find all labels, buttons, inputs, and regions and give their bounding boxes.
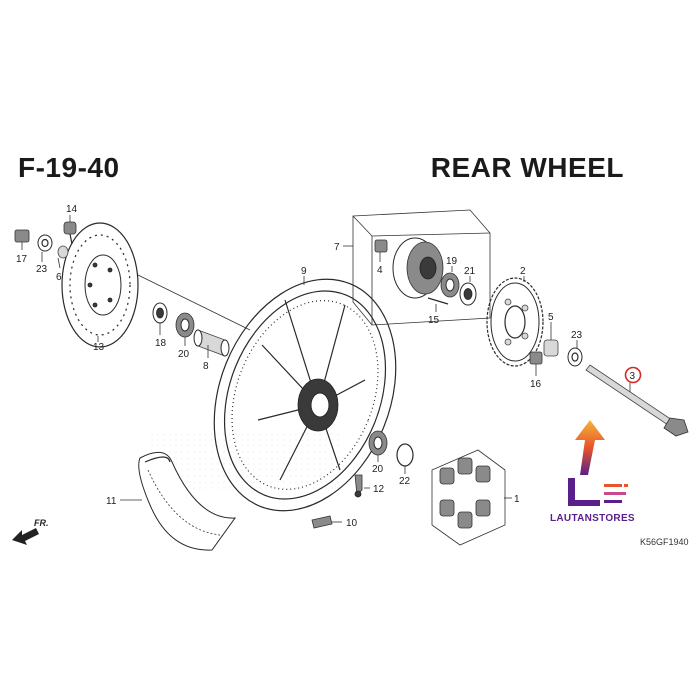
callout-7: 7	[334, 242, 340, 253]
callout-3: 3	[630, 371, 636, 382]
sprocket-nut	[529, 351, 543, 365]
distance-collar	[193, 329, 230, 357]
callout-4: 4	[377, 265, 383, 276]
callout-15: 15	[428, 315, 440, 326]
callout-18: 18	[155, 338, 167, 349]
disc-bolt	[63, 221, 77, 245]
callout-21: 21	[464, 266, 476, 277]
bearing-19	[440, 272, 460, 298]
disc-nut	[14, 229, 30, 243]
callout-17: 17	[16, 254, 28, 265]
driven-sprocket	[486, 277, 544, 367]
rear-wheel-rim	[213, 278, 397, 512]
oil-seal-21	[459, 282, 477, 306]
callout-9: 9	[301, 266, 307, 277]
callout-14: 14	[66, 204, 78, 215]
callout-23-right: 23	[571, 330, 583, 341]
brake-disc	[61, 222, 139, 348]
section-title: REAR WHEEL	[430, 152, 624, 183]
brand-name: LAUTANSTORES	[550, 513, 635, 524]
logo-l-icon	[568, 478, 600, 506]
bearing-20-left	[175, 312, 195, 338]
washer-23-right	[567, 347, 583, 367]
collar-5	[543, 339, 559, 357]
front-direction-arrow: FR.	[12, 518, 49, 545]
brand-logo: LAUTANSTORES	[550, 420, 635, 524]
callout-12: 12	[373, 484, 385, 495]
collar-6	[57, 245, 69, 259]
front-direction-label: FR.	[34, 518, 49, 528]
flange-stud	[374, 239, 388, 253]
callout-8: 8	[203, 361, 209, 372]
logo-arrow-icon	[575, 420, 605, 475]
part-callouts: 14 17 23 6 13 18 20 8 9 7 4 15 19 21 2 5…	[16, 204, 642, 529]
callout-5: 5	[548, 312, 554, 323]
driven-flange-assembly-box	[352, 209, 491, 326]
rear-axle	[585, 364, 689, 437]
callout-23-left: 23	[36, 264, 48, 275]
callout-10: 10	[346, 518, 358, 529]
washer-23-left	[37, 234, 53, 252]
callout-3-highlighted: 3	[624, 366, 642, 384]
callout-2: 2	[520, 266, 526, 277]
oil-seal	[152, 302, 168, 324]
callout-19: 19	[446, 256, 458, 267]
leader-lines	[21, 215, 631, 523]
tire-valve	[354, 474, 363, 498]
driven-flange	[392, 237, 444, 299]
callout-13: 13	[93, 342, 105, 353]
rear-tire	[138, 451, 237, 551]
diagram-reference-code: K56GF1940	[640, 537, 689, 547]
callout-11: 11	[106, 496, 117, 507]
callout-1: 1	[514, 494, 520, 505]
callout-6: 6	[56, 272, 62, 283]
callout-22: 22	[399, 476, 411, 487]
circlip	[396, 443, 414, 467]
callout-16: 16	[530, 379, 542, 390]
wheel-damper-rubbers	[431, 449, 506, 546]
callout-20-right: 20	[372, 464, 384, 475]
flange-bolt	[427, 297, 449, 305]
callout-20-left: 20	[178, 349, 190, 360]
bearing-20-right	[368, 430, 388, 456]
balance-weight	[311, 515, 333, 529]
section-code: F-19-40	[18, 152, 120, 183]
